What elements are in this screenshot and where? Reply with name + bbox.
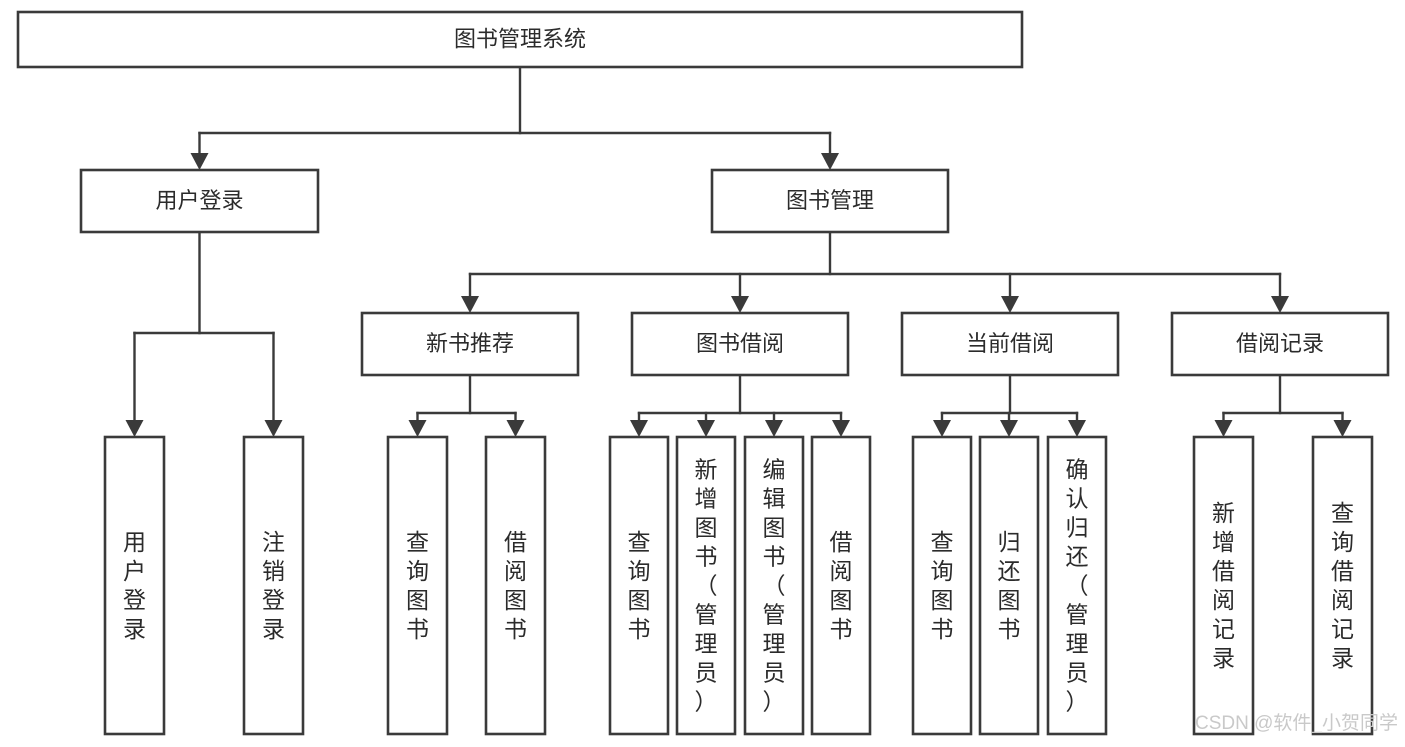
node-new-book-recommend[interactable]: 新书推荐 bbox=[360, 311, 580, 377]
node-book-manage[interactable]: 图书管理 bbox=[710, 168, 950, 234]
edge-to-leaf-add-record-arrowhead bbox=[1214, 420, 1233, 437]
node-leaf-confirm-return[interactable]: 确认归还（管理员） bbox=[1046, 435, 1108, 736]
node-label: 图书借阅 bbox=[696, 331, 784, 356]
edge-to-leaf-edit-book-arrowhead bbox=[765, 420, 783, 437]
node-leaf-add-record[interactable]: 新增借阅记录 bbox=[1192, 435, 1255, 736]
node-label: 编辑图书（管理员） bbox=[763, 457, 786, 715]
node-leaf-return-book[interactable]: 归还图书 bbox=[978, 435, 1040, 736]
node-label: 查询借阅记录 bbox=[1331, 500, 1354, 671]
edge-to-leaf-confirm-return-arrowhead bbox=[1068, 420, 1086, 437]
node-label: 归还图书 bbox=[998, 529, 1021, 642]
nodes-layer: 图书管理系统用户登录图书管理新书推荐图书借阅当前借阅借阅记录用户登录注销登录查询… bbox=[16, 10, 1390, 736]
edge-to-user-login-arrowhead bbox=[190, 153, 209, 170]
node-leaf-user-logout[interactable]: 注销登录 bbox=[242, 435, 305, 736]
edge-to-book-manage-arrowhead bbox=[821, 153, 839, 170]
node-leaf-query-book-2[interactable]: 查询图书 bbox=[608, 435, 670, 736]
node-label: 当前借阅 bbox=[966, 331, 1054, 356]
node-label: 确认归还（管理员） bbox=[1066, 457, 1089, 715]
node-label: 用户登录 bbox=[123, 529, 146, 642]
node-current-borrow[interactable]: 当前借阅 bbox=[900, 311, 1120, 377]
edge-to-leaf-query-book-1-arrowhead bbox=[408, 420, 427, 437]
edge-to-book-borrow-arrowhead bbox=[731, 296, 749, 313]
connectors-layer bbox=[125, 65, 1352, 437]
node-label: 新书推荐 bbox=[426, 331, 514, 356]
node-leaf-add-book[interactable]: 新增图书（管理员） bbox=[675, 435, 737, 736]
node-label: 新增借阅记录 bbox=[1212, 500, 1235, 671]
node-leaf-edit-book[interactable]: 编辑图书（管理员） bbox=[743, 435, 805, 736]
edge-to-leaf-query-book-3-arrowhead bbox=[933, 420, 951, 437]
csdn-watermark: CSDN @软件_小贺同学 bbox=[1195, 712, 1398, 734]
node-leaf-borrow-book-2[interactable]: 借阅图书 bbox=[810, 435, 872, 736]
edge-to-leaf-borrow-book-2-arrowhead bbox=[832, 420, 850, 437]
node-label: 用户登录 bbox=[155, 188, 243, 213]
edge-to-leaf-query-record-arrowhead bbox=[1333, 420, 1352, 437]
node-user-login[interactable]: 用户登录 bbox=[79, 168, 320, 234]
node-label: 查询图书 bbox=[406, 529, 429, 642]
node-label: 注销登录 bbox=[262, 529, 285, 642]
node-leaf-query-record[interactable]: 查询借阅记录 bbox=[1311, 435, 1374, 736]
edge-to-borrow-record-arrowhead bbox=[1271, 296, 1289, 313]
node-leaf-borrow-book-1[interactable]: 借阅图书 bbox=[484, 435, 547, 736]
node-label: 借阅记录 bbox=[1236, 331, 1324, 356]
node-book-borrow[interactable]: 图书借阅 bbox=[630, 311, 850, 377]
edge-to-leaf-return-book-arrowhead bbox=[1000, 420, 1018, 437]
node-label: 图书管理系统 bbox=[454, 26, 586, 51]
node-root-system[interactable]: 图书管理系统 bbox=[16, 10, 1024, 69]
node-leaf-query-book-3[interactable]: 查询图书 bbox=[911, 435, 973, 736]
node-leaf-user-login[interactable]: 用户登录 bbox=[103, 435, 166, 736]
node-borrow-record[interactable]: 借阅记录 bbox=[1170, 311, 1390, 377]
edge-to-new-book-recommend-arrowhead bbox=[461, 296, 479, 313]
node-label: 查询图书 bbox=[628, 529, 651, 642]
node-label: 新增图书（管理员） bbox=[695, 457, 718, 715]
node-label: 查询图书 bbox=[931, 529, 954, 642]
node-label: 借阅图书 bbox=[504, 529, 527, 642]
edge-to-current-borrow-arrowhead bbox=[1001, 296, 1019, 313]
edge-to-leaf-borrow-book-1-arrowhead bbox=[506, 420, 525, 437]
node-label: 图书管理 bbox=[786, 188, 874, 213]
edge-to-leaf-add-book-arrowhead bbox=[697, 420, 715, 437]
edge-to-leaf-user-logout-arrowhead bbox=[264, 420, 283, 437]
edge-to-leaf-user-login-arrowhead bbox=[125, 420, 144, 437]
node-leaf-query-book-1[interactable]: 查询图书 bbox=[386, 435, 449, 736]
edge-to-leaf-query-book-2-arrowhead bbox=[630, 420, 648, 437]
node-label: 借阅图书 bbox=[830, 529, 853, 642]
